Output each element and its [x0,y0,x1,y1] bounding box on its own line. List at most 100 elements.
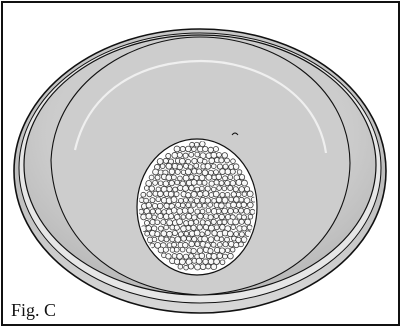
bead-highlight [240,175,243,178]
bead-highlight [225,193,228,195]
bead-highlight [208,249,211,252]
bead [140,213,147,221]
bead [247,214,254,220]
bead [177,184,184,192]
bead-highlight [152,226,155,229]
bead-highlight [231,225,234,228]
bead-highlight [162,198,165,201]
bead-highlight [237,214,240,217]
bead [168,180,175,187]
bead [175,201,182,208]
bead-highlight [186,159,189,162]
bead [205,263,212,270]
bead [227,185,234,192]
bead-highlight [223,254,225,257]
bead [246,224,253,231]
bead-highlight [212,187,214,190]
bead [243,207,251,215]
bead-highlight [164,159,166,161]
bead [205,207,212,214]
bead [185,145,192,153]
bead [210,241,217,248]
bead [210,151,218,159]
bead-highlight [206,264,209,267]
bead [213,179,220,186]
bead [163,202,170,210]
bead-highlight [200,220,203,223]
bead [222,241,229,248]
bead [233,196,240,203]
bead-highlight [158,204,161,207]
bead-highlight [206,153,209,156]
bead [247,201,254,209]
bead-highlight [177,219,180,222]
bead-highlight [169,159,172,162]
bead-highlight [209,259,212,262]
bead-highlight [164,203,167,206]
bead [148,174,155,181]
bead [197,213,204,220]
bead-highlight [202,181,205,183]
bead-highlight [195,142,197,145]
bead-highlight [186,214,189,217]
bead-highlight [220,260,223,263]
bead-highlight [248,203,251,206]
bead-highlight [203,147,206,150]
bead [165,153,172,159]
bead-highlight [206,175,209,178]
bead-highlight [220,248,223,251]
bead-highlight [139,198,142,201]
bead-highlight [150,220,153,223]
bead [222,175,228,182]
bead-highlight [239,242,242,245]
bead [184,168,192,176]
bead [221,185,228,192]
bead-highlight [209,193,212,196]
bead-highlight [169,214,172,217]
bead-highlight [214,259,217,262]
bead-highlight [200,153,203,156]
petri-dish-illustration [13,28,387,314]
bead-highlight [205,164,208,167]
bead [168,213,175,220]
bead [152,168,159,176]
bead-highlight [191,225,194,228]
bead-highlight [170,248,173,250]
bead [181,207,189,214]
bead-highlight [225,181,228,184]
bead [232,218,240,226]
bead-highlight [191,203,194,205]
bead [183,264,189,271]
bead [145,225,152,232]
bead [235,179,243,186]
bead-highlight [205,198,208,201]
bead-highlight [162,187,165,190]
bead [190,224,197,232]
bead [196,168,203,175]
bead [212,190,220,198]
bead-highlight [186,226,189,228]
bead [219,259,226,266]
bead [211,163,217,169]
bead-highlight [180,247,183,250]
bead [230,201,237,209]
bead-highlight [158,247,162,250]
bead-highlight [201,264,204,267]
bead [154,174,161,181]
bead-highlight [229,165,232,167]
bead-highlight [145,186,147,189]
bead-highlight [228,231,231,234]
bead [149,197,156,204]
bead-highlight [181,170,184,173]
bead-highlight [199,253,202,256]
bead-highlight [164,214,167,217]
bead-highlight [155,175,158,178]
bead [179,157,186,165]
bead-highlight [153,191,156,194]
bead-highlight [198,158,201,161]
bead-highlight [223,164,226,167]
bead-highlight [159,236,162,239]
bead [208,180,215,187]
bead [196,247,204,254]
bead-highlight [190,143,193,145]
